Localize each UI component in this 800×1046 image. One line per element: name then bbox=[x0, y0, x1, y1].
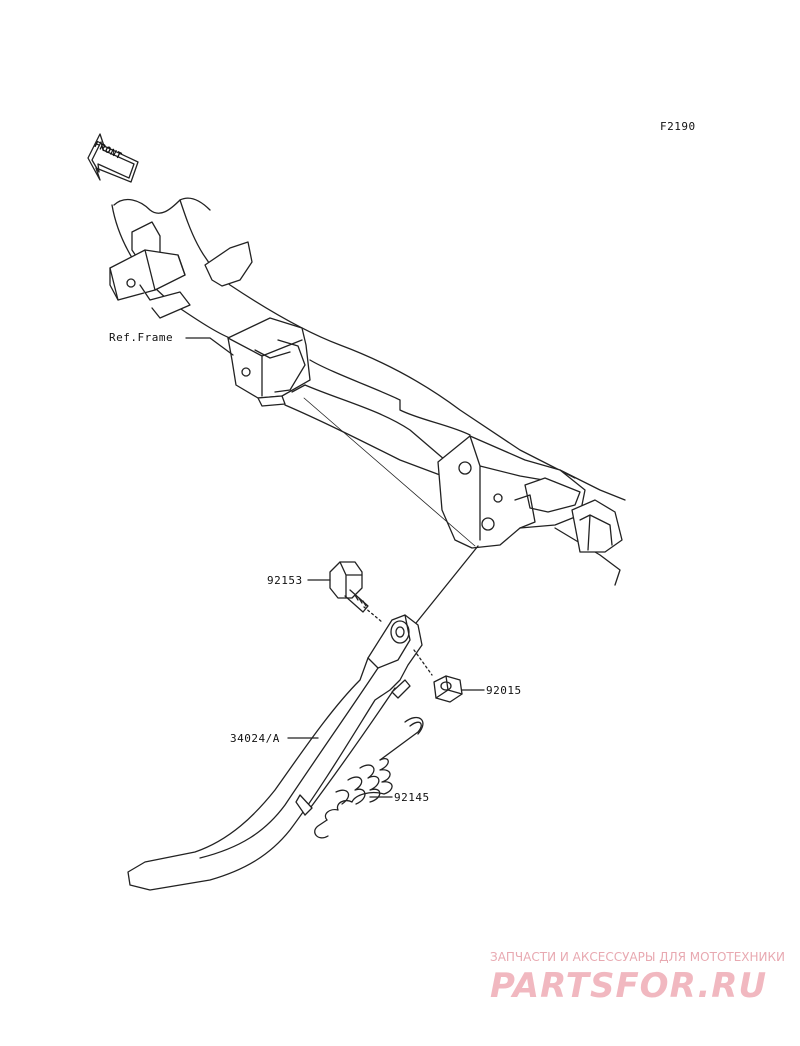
diagram-id: F2190 bbox=[660, 120, 696, 133]
ref-frame-label: Ref.Frame bbox=[109, 331, 174, 344]
part-label-92015: 92015 bbox=[486, 684, 522, 697]
spring-92145-drawing bbox=[314, 717, 424, 839]
frame-bracket-middle bbox=[227, 317, 311, 407]
part-label-34024a: 34024/A bbox=[230, 732, 280, 745]
front-arrow-icon bbox=[87, 133, 139, 183]
frame-bottom-edge bbox=[284, 404, 441, 476]
watermark-subtitle: ЗАПЧАСТИ И АКСЕССУАРЫ ДЛЯ МОТОТЕХНИКИ bbox=[490, 950, 786, 964]
part-label-92153: 92153 bbox=[267, 574, 303, 587]
nut-92015-drawing bbox=[433, 675, 463, 703]
frame-bracket-upper bbox=[109, 221, 253, 319]
frame-top-edge bbox=[179, 199, 576, 479]
frame-stand-bracket bbox=[437, 435, 586, 549]
side-stand-drawing bbox=[127, 614, 423, 891]
bolt-92153-drawing bbox=[329, 561, 369, 613]
part-label-92145: 92145 bbox=[394, 791, 430, 804]
watermark-brand: PARTSFOR.RU bbox=[490, 966, 768, 1006]
